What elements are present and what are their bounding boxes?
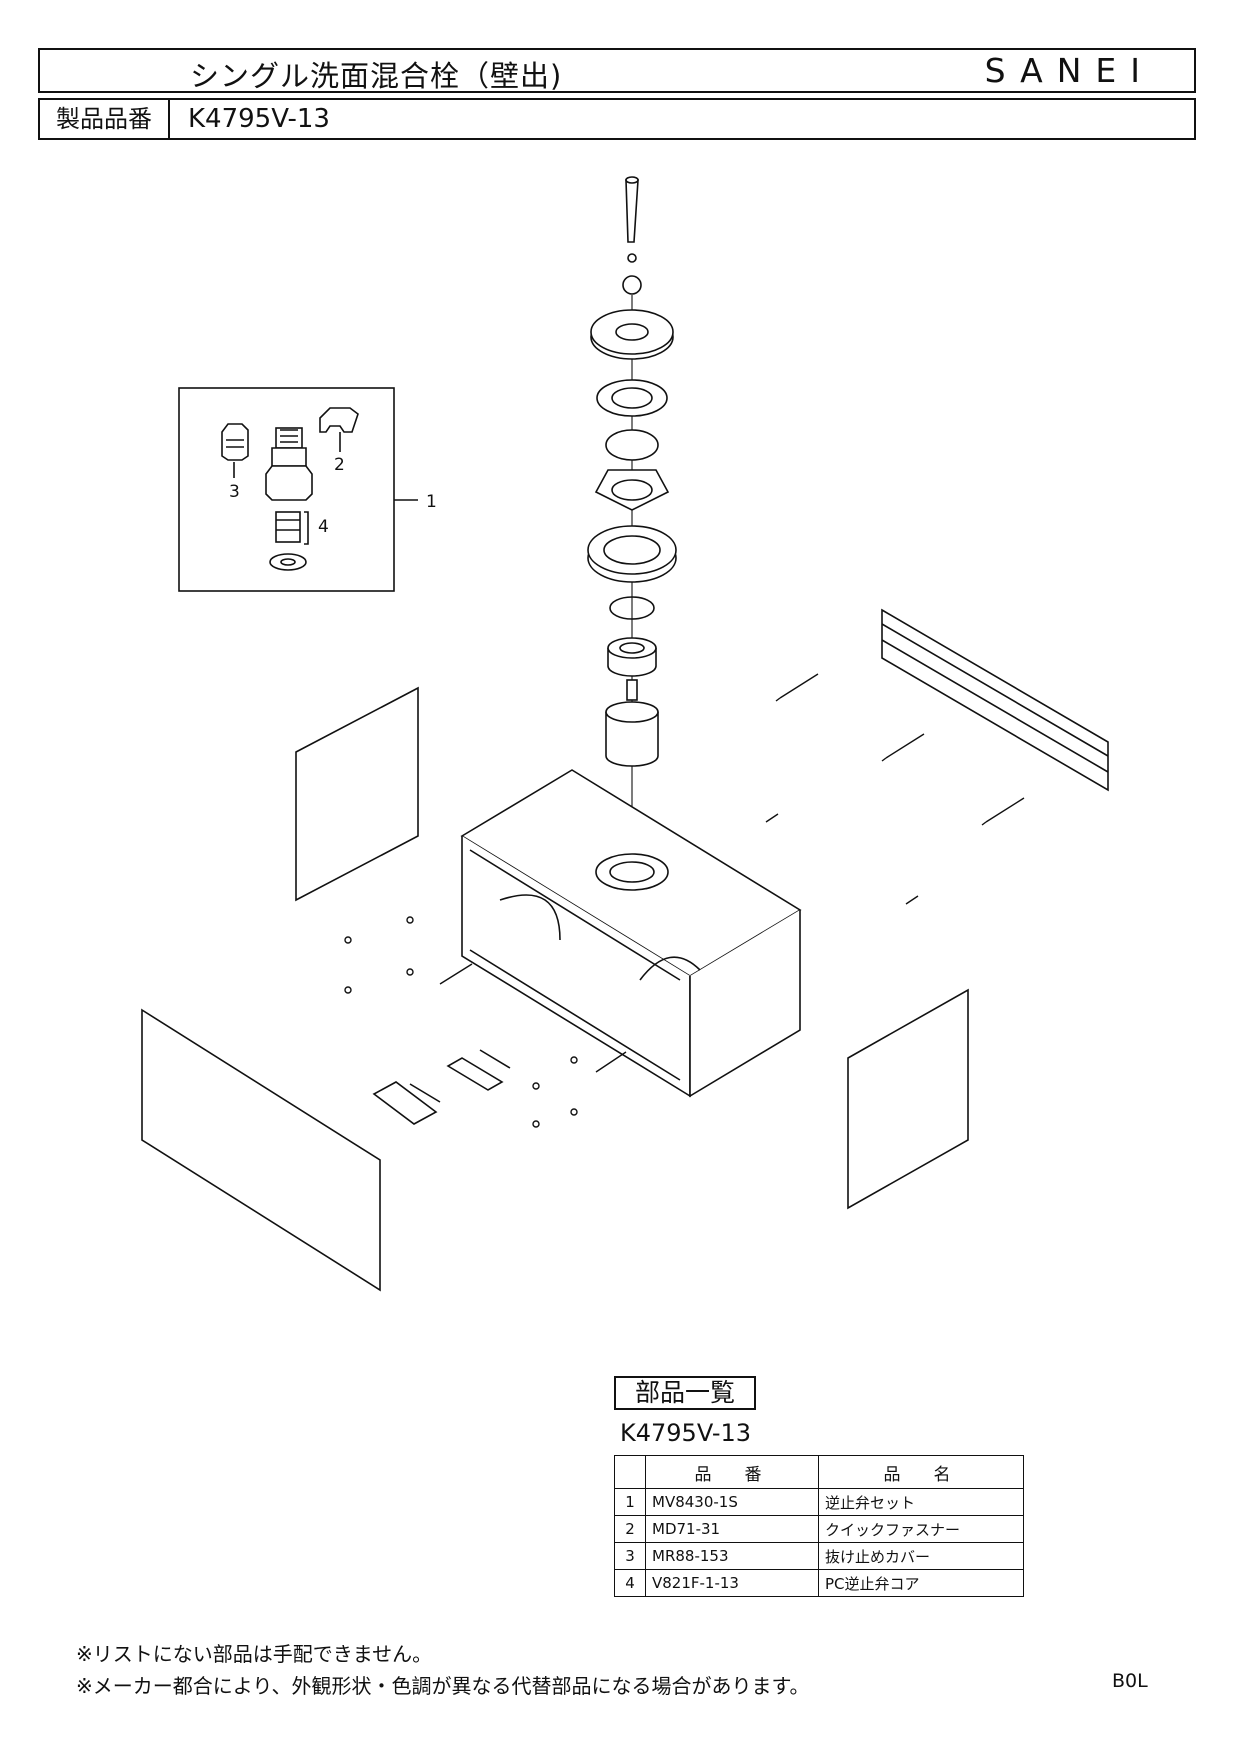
row-no: 2 [614, 1515, 646, 1543]
nut-ring [587, 525, 677, 583]
document-title: シングル洗面混合栓（壁出) [190, 59, 563, 93]
row-name: 抜け止めカバー [818, 1542, 1024, 1570]
row-no: 1 [614, 1488, 646, 1516]
row-code: MV8430-1S [645, 1488, 819, 1516]
cap-plate [590, 309, 674, 360]
parts-list-heading: 部品一覧 [614, 1376, 756, 1410]
row-code: MD71-31 [645, 1515, 819, 1543]
table-row: 3 MR88-153 抜け止めカバー [614, 1542, 1024, 1570]
parts-list-model: K4795V-13 [620, 1419, 752, 1447]
o-ring [609, 596, 655, 620]
fastener-part-2 [319, 407, 359, 452]
callout-3: 3 [229, 482, 240, 502]
bonnet [607, 637, 657, 677]
valve-core-part-4 [269, 511, 309, 571]
clips [372, 1049, 511, 1125]
part-number-value: K4795V-13 [188, 104, 330, 134]
right-side-panel [847, 988, 969, 1210]
part-number-label: 製品品番 [40, 100, 170, 138]
parts-table-header: 品 番 品 名 [614, 1455, 1024, 1489]
cover-part-3 [221, 423, 249, 478]
row-no: 4 [614, 1569, 646, 1597]
inset-frame [178, 387, 395, 592]
row-code: MR88-153 [645, 1542, 819, 1570]
document-code: B0L [1112, 1670, 1148, 1692]
disk-seal [605, 429, 659, 461]
row-name: 逆止弁セット [818, 1488, 1024, 1516]
col-no [614, 1455, 646, 1489]
check-valve-body [265, 427, 313, 501]
part-number-bar: 製品品番 K4795V-13 [38, 98, 1196, 140]
row-code: V821F-1-13 [645, 1569, 819, 1597]
notes: ※リストにない部品は手配できません。 ※メーカー都合により、外観形状・色調が異な… [76, 1638, 810, 1702]
table-row: 4 V821F-1-13 PC逆止弁コア [614, 1569, 1024, 1597]
note-line: ※リストにない部品は手配できません。 [76, 1642, 433, 1666]
faucet-housing [460, 769, 802, 1098]
parts-table: 品 番 品 名 1 MV8430-1S 逆止弁セット 2 MD71-31 クイッ… [614, 1455, 1024, 1597]
col-name: 品 名 [818, 1455, 1024, 1489]
table-row: 2 MD71-31 クイックファスナー [614, 1515, 1024, 1543]
col-code: 品 番 [645, 1455, 819, 1489]
callout-2: 2 [334, 455, 345, 475]
cartridge [605, 679, 659, 767]
front-cover-panel [141, 1008, 381, 1292]
title-bar: シングル洗面混合栓（壁出) SANEI [38, 48, 1196, 93]
brand-logo: SANEI [984, 51, 1154, 90]
left-side-panel [295, 686, 419, 902]
note-line: ※メーカー都合により、外観形状・色調が異なる代替部品になる場合があります。 [76, 1674, 810, 1698]
row-name: クイックファスナー [818, 1515, 1024, 1543]
wall-rail [881, 608, 1109, 792]
holder-ring [594, 469, 670, 511]
table-row: 1 MV8430-1S 逆止弁セット [614, 1488, 1024, 1516]
row-name: PC逆止弁コア [818, 1569, 1024, 1597]
lever-handle [622, 176, 642, 295]
row-no: 3 [614, 1542, 646, 1570]
screws [344, 673, 1025, 1128]
washer-ring [596, 379, 668, 417]
callout-1: 1 [426, 492, 437, 512]
callout-4: 4 [318, 517, 329, 537]
